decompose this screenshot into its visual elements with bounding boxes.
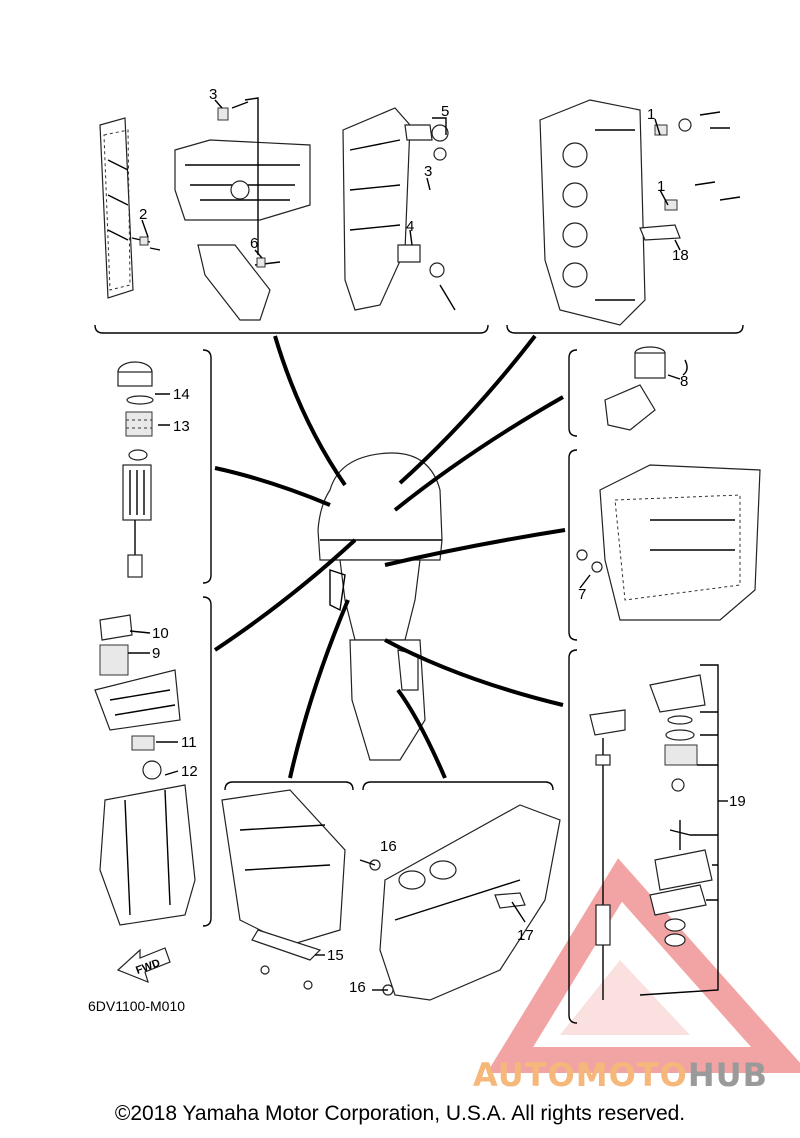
part-number: 9 [152, 645, 160, 662]
part-number: 4 [406, 218, 414, 235]
part-number: 2 [139, 206, 147, 223]
water-pump-assembly [589, 664, 728, 1000]
cylinder-block-section [174, 97, 311, 321]
part-number: 13 [173, 418, 190, 435]
left-bracket-lower [202, 596, 212, 927]
fuel-filter-assembly [117, 361, 170, 578]
lower-casing [369, 804, 561, 1001]
top-right-bracket [506, 324, 744, 334]
part-number: 6 [250, 235, 258, 252]
part-number: 19 [729, 793, 746, 810]
top-left-bracket [94, 324, 489, 334]
part-number: 12 [181, 763, 198, 780]
drawing-code: 6DV1100-M010 [88, 998, 186, 1014]
watermark-part1: AUTOMOTO [473, 1056, 688, 1094]
right-bracket-3 [568, 649, 578, 1024]
outboard-motor-outline [317, 452, 443, 761]
part-number: 7 [578, 586, 586, 603]
watermark-triangle [486, 858, 800, 1073]
left-bracket-upper [202, 349, 212, 584]
part-number: 3 [424, 163, 432, 180]
part-number: 16 [349, 979, 366, 996]
bottom-bracket-left [224, 781, 354, 791]
part-number: 8 [680, 373, 688, 390]
exhaust-cover-plate [99, 117, 161, 299]
oil-pan [576, 464, 761, 621]
copyright-notice: ©2018 Yamaha Motor Corporation, U.S.A. A… [114, 1102, 686, 1125]
part-number-labels: 1 1 2 3 3 4 5 6 7 8 9 10 11 12 13 14 15 … [139, 86, 746, 996]
part-number: 5 [441, 103, 449, 120]
part-number: 17 [517, 927, 534, 944]
cylinder-head-section [342, 107, 456, 311]
part-number: 18 [672, 247, 689, 264]
leader-lines [141, 99, 688, 991]
part-number: 1 [647, 106, 655, 123]
part-number: 16 [380, 838, 397, 855]
oil-filter-assembly [604, 346, 681, 431]
connector-lines [213, 334, 566, 779]
cylinder-head-right [539, 99, 741, 326]
fwd-arrow: FWD [116, 947, 171, 984]
watermark-part2: HUB [687, 1056, 769, 1094]
part-number: 15 [327, 947, 344, 964]
bottom-bracket-right [362, 781, 554, 791]
right-bracket-1 [568, 349, 578, 437]
vapor-separator-assembly [94, 614, 196, 926]
part-number: 3 [209, 86, 217, 103]
part-number: 1 [657, 178, 665, 195]
clamp-bracket [221, 789, 346, 990]
part-number: 10 [152, 625, 169, 642]
part-number: 11 [181, 734, 197, 751]
watermark-logo: AUTOMOTOHUB [473, 1056, 768, 1094]
part-number: 14 [173, 386, 190, 403]
right-bracket-2 [568, 449, 578, 641]
